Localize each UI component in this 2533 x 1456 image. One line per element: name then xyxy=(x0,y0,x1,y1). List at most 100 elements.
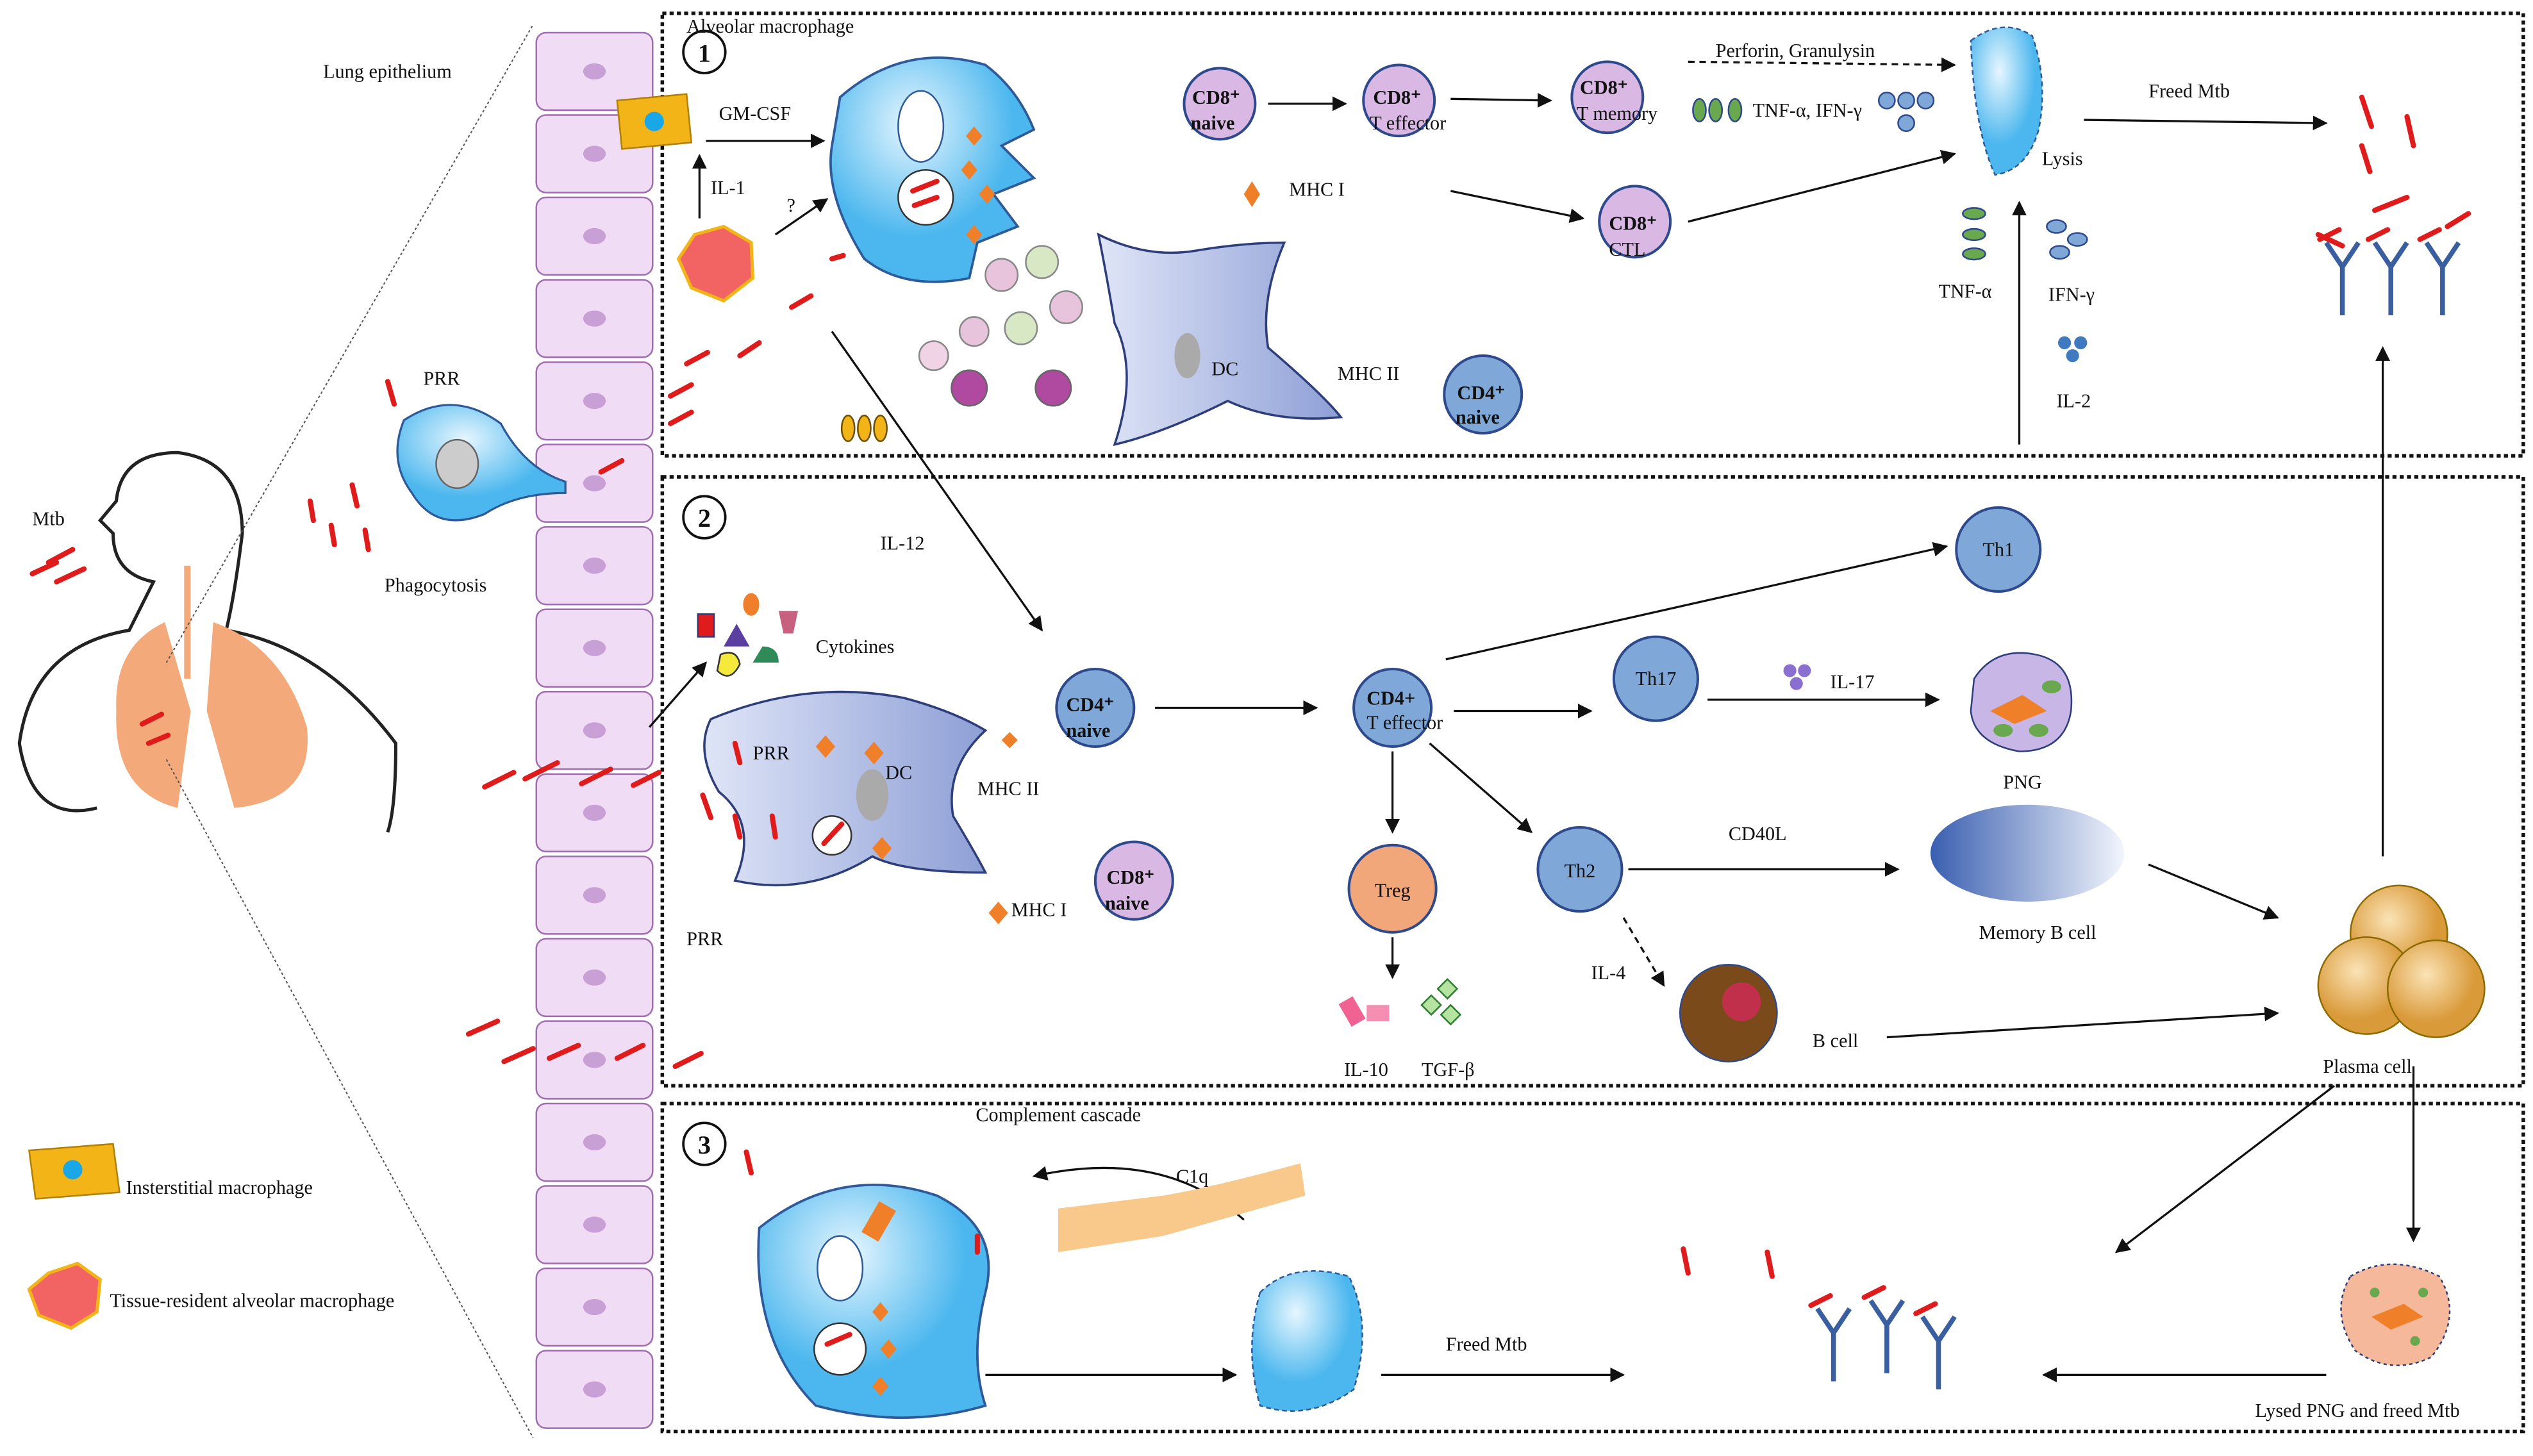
label-mhc1: MHC I xyxy=(1011,899,1067,921)
label-lysed-png-freed-mtb: Lysed PNG and freed Mtb xyxy=(2255,1400,2459,1421)
mtb-bacillus xyxy=(1861,1285,1886,1300)
label-mtb: Mtb xyxy=(32,508,64,530)
th1-cell: Th1 xyxy=(1955,506,2042,593)
cell-label: Th2 xyxy=(1565,860,1596,882)
lysed-png-icon xyxy=(2340,1263,2451,1366)
label-prr-2: PRR xyxy=(686,928,724,950)
antibody-icon xyxy=(1815,1307,1852,1382)
nucleus-icon xyxy=(583,1134,606,1151)
nucleus-icon xyxy=(63,1160,83,1180)
cell-label: naive xyxy=(1066,720,1110,741)
label-tnf-alpha: TNF-α xyxy=(1938,280,1991,302)
nucleus-icon xyxy=(583,1216,606,1233)
tnf-alpha-icons xyxy=(1692,98,1743,122)
cd8-t-memory-cell: CD8⁺T memory xyxy=(1570,60,1657,135)
cd8-naive-cell: CD8⁺naive xyxy=(1183,67,1257,141)
nucleus-icon xyxy=(583,640,606,656)
cell-label: CD8⁺ xyxy=(1609,212,1657,234)
b-cell-icon xyxy=(1679,963,1778,1063)
label-alveolar-macrophage: Alveolar macrophage xyxy=(686,15,854,37)
label-mhc1: MHC I xyxy=(1289,179,1345,201)
legend-tissue-resident-macrophage: Tissue-resident alveolar macrophage xyxy=(110,1290,394,1312)
cell-label: CTL xyxy=(1609,238,1645,260)
antibodies-icon xyxy=(1808,1285,1957,1390)
antibody-icon xyxy=(1868,1299,1906,1373)
label-complement-cascade: Complement cascade xyxy=(976,1104,1141,1126)
mtb-bacilli-panel2 xyxy=(465,740,778,1070)
cytokines-icons xyxy=(697,593,799,677)
antibody-icon xyxy=(2324,241,2361,316)
cell-label: naive xyxy=(1456,406,1500,428)
memory-b-cell-icon xyxy=(1930,804,2125,902)
label-gm-csf: GM-CSF xyxy=(719,103,792,124)
cell-label: CD4⁺ xyxy=(1066,694,1114,716)
nucleus-icon xyxy=(583,804,606,821)
tgf-beta-icon xyxy=(1420,978,1462,1026)
label-perforin-granulysin: Perforin, Granulysin xyxy=(1716,40,1875,62)
cell-label: Th17 xyxy=(1636,668,1677,690)
label-il1: IL-1 xyxy=(711,177,745,199)
label-cytokines: Cytokines xyxy=(816,636,895,658)
human-silhouette-icon xyxy=(17,451,398,833)
ifn-gamma-icons xyxy=(1877,91,1935,132)
legend-interstitial-macrophage: Insterstitial macrophage xyxy=(126,1177,313,1198)
mtb-bacilli-airway xyxy=(598,252,846,475)
cd8-naive-cell: CD8⁺naive xyxy=(1093,840,1174,921)
panel-1-box xyxy=(660,11,2525,458)
cell-label: CD8⁺ xyxy=(1192,87,1240,108)
antibodies-icon xyxy=(2317,227,2461,316)
cytokine-granules-icon xyxy=(840,415,888,442)
cd8-t-effector-cell: CD8⁺T effector xyxy=(1362,63,1446,138)
th2-cell: Th2 xyxy=(1536,825,1624,913)
cd4-naive-cell: CD4⁺ naive xyxy=(1443,354,1524,435)
label-prr: PRR xyxy=(753,742,790,764)
cell-label: CD8⁺ xyxy=(1106,866,1154,888)
label-ifn-gamma: IFN-γ xyxy=(2048,283,2095,305)
panel-3-badge xyxy=(682,1121,727,1166)
nucleus-icon xyxy=(583,228,606,245)
mtb-bacillus xyxy=(2417,227,2442,242)
cd4-t-effector-cell: CD4+T effector xyxy=(1352,667,1443,749)
cell-label: CD4+ xyxy=(1366,687,1415,709)
label-freed-mtb: Freed Mtb xyxy=(2148,80,2230,102)
label-lysis: Lysis xyxy=(2042,148,2083,170)
mtb-bacillus xyxy=(1808,1293,1833,1309)
panel-1-badge xyxy=(682,29,727,74)
dendritic-cell-icon xyxy=(703,690,988,887)
label-c1q: C1q xyxy=(1176,1165,1208,1187)
tissue-resident-macrophage-icon xyxy=(676,224,755,303)
label-memory-b-cell: Memory B cell xyxy=(1979,922,2097,943)
antibody-icon xyxy=(1920,1315,1957,1390)
mtb-bacilli xyxy=(29,547,171,746)
label-dc: DC xyxy=(885,761,912,783)
lysed-macrophage-icon xyxy=(1251,1270,1363,1412)
th17-cell: Th17 xyxy=(1612,635,1699,722)
cell-label: CD8⁺ xyxy=(1580,77,1628,99)
label-mhc2: MHC II xyxy=(1338,363,1400,385)
nucleus-icon xyxy=(583,1381,606,1398)
treg-cell: Treg xyxy=(1347,843,1438,934)
cd8-ctl-cell: CD8⁺ CTL xyxy=(1598,185,1672,260)
label-il17: IL-17 xyxy=(1831,671,1875,693)
label-il12: IL-12 xyxy=(881,532,925,554)
il10-icon xyxy=(1338,996,1390,1027)
tissue-resident-macrophage-icon xyxy=(27,1261,102,1330)
apoptotic-bodies xyxy=(918,245,1083,407)
nucleus-icon xyxy=(583,969,606,986)
c1q-icon xyxy=(1058,1163,1306,1252)
dendritic-cell-icon xyxy=(1097,232,1343,447)
mtb-bacilli-freed xyxy=(2315,94,2471,249)
phagocytosing-macrophage-icon xyxy=(385,379,567,522)
label-il4: IL-4 xyxy=(1591,962,1626,984)
nucleus-icon xyxy=(583,393,606,410)
png-neutrophil-icon xyxy=(1970,652,2073,752)
nucleus-icon xyxy=(583,1298,606,1316)
zoom-line-bottom xyxy=(165,759,534,1439)
label-png: PNG xyxy=(2003,772,2041,793)
label-il10: IL-10 xyxy=(1344,1059,1388,1080)
label-mhc2: MHC II xyxy=(977,778,1040,800)
label-question: ? xyxy=(786,195,795,217)
lysed-macrophage-icon xyxy=(1970,26,2043,176)
label-b-cell: B cell xyxy=(1813,1030,1858,1052)
mtb-bacilli-free xyxy=(307,482,371,552)
